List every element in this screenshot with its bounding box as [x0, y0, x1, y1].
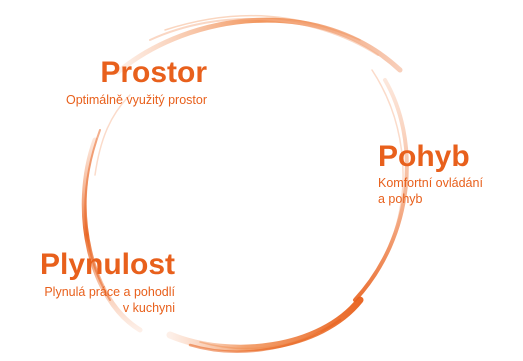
subtext-plynulost-line-2: v kuchyni — [122, 301, 175, 315]
heading-prostor: Prostor — [100, 56, 207, 89]
swirl-arc-top — [115, 17, 403, 75]
subtext-pohyb-line-2: a pohyb — [378, 192, 423, 206]
swirl-arc-bottom — [166, 296, 364, 352]
swirl-arc-right — [353, 78, 409, 302]
label-pohyb: Pohyb Komfortní ovládání a pohyb — [378, 142, 483, 207]
heading-pohyb: Pohyb — [378, 140, 470, 173]
subtext-pohyb-line-1: Komfortní ovládání — [378, 176, 483, 190]
label-prostor: Prostor Optimálně využitý prostor — [66, 58, 207, 108]
subtext-plynulost-line-1: Plynulá práce a pohodlí — [44, 285, 175, 299]
heading-plynulost: Plynulost — [39, 248, 175, 281]
label-plynulost: Plynulost Plynulá práce a pohodlí v kuch… — [40, 250, 175, 316]
subtext-prostor-line-1: Optimálně využitý prostor — [65, 93, 207, 107]
